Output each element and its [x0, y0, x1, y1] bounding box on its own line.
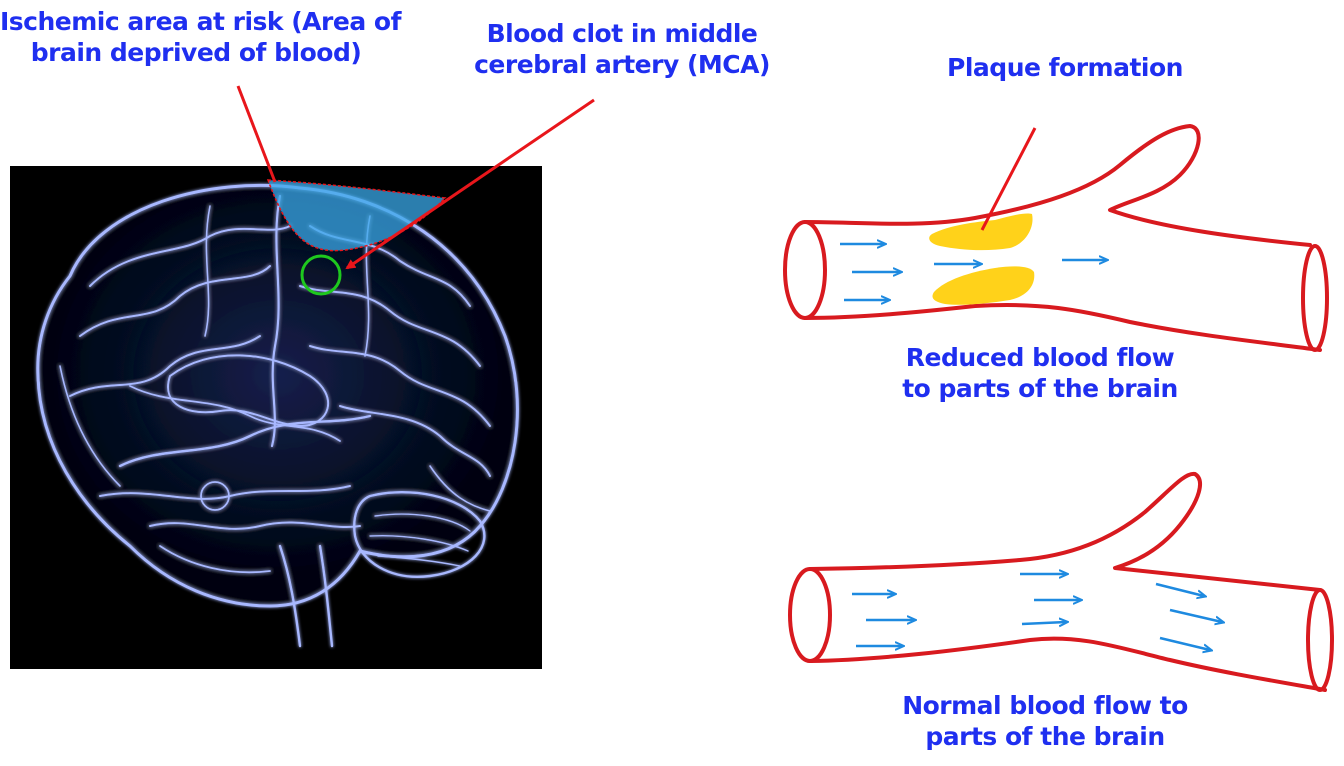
ischemic-area-region — [268, 180, 445, 251]
blood-clot-circle — [302, 256, 340, 294]
flow-arrow — [1156, 584, 1204, 596]
flow-arrow — [1160, 638, 1210, 650]
blood-clot-pointer — [347, 100, 594, 268]
flow-arrow — [1022, 622, 1066, 624]
ischemic-area-pointer — [238, 86, 275, 182]
flow-arrow — [1170, 610, 1222, 622]
narrowed-artery — [785, 126, 1327, 350]
normal-artery — [790, 474, 1332, 690]
plaque-deposits — [929, 213, 1034, 304]
